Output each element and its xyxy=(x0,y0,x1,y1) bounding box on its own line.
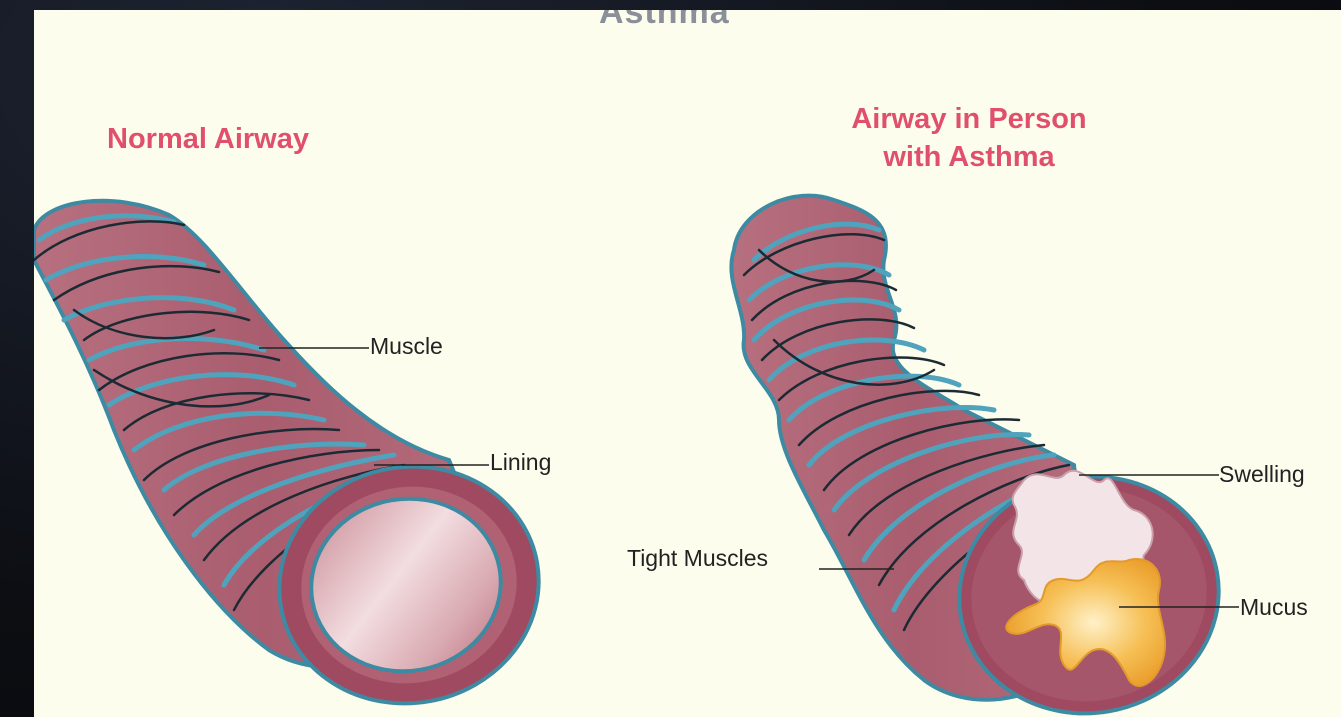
normal-airway xyxy=(34,201,558,717)
muscle-label: Muscle xyxy=(370,333,443,360)
mucus-label: Mucus xyxy=(1240,594,1308,621)
asthma-heading-line2: with Asthma xyxy=(794,138,1144,176)
normal-airway-heading: Normal Airway xyxy=(107,120,309,158)
asthma-airway-heading: Airway in Person with Asthma xyxy=(794,100,1144,176)
diagram-panel: Asthma xyxy=(34,10,1341,717)
asthma-airway xyxy=(731,196,1239,717)
tight-muscles-label: Tight Muscles xyxy=(627,545,768,572)
airway-illustrations xyxy=(34,10,1341,717)
swelling-label: Swelling xyxy=(1219,461,1305,488)
lining-label: Lining xyxy=(490,449,551,476)
asthma-heading-line1: Airway in Person xyxy=(794,100,1144,138)
